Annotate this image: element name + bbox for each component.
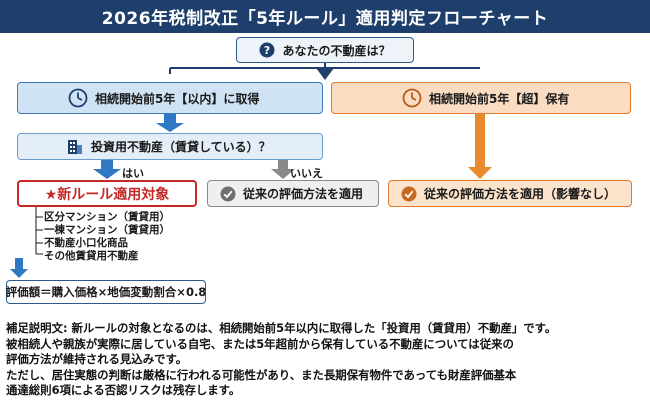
question-circle-icon: ?	[259, 42, 275, 58]
arrow-down-icon	[271, 169, 295, 179]
page-title: 2026年税制改正「5年ルール」適用判定フローチャート	[0, 0, 650, 33]
question-text: あなたの不動産は？	[282, 43, 391, 58]
arrow-down-icon	[156, 123, 184, 132]
arrow-shaft	[101, 160, 113, 170]
new-rule-box: ★新ルール適用対象	[17, 180, 197, 207]
arrow-down-icon	[316, 68, 334, 80]
explanation-line: ただし、居住実態の判断は厳格に行われる可能性があり、また長期保有物件であっても財…	[6, 367, 517, 382]
arrow-down-icon	[10, 269, 28, 278]
svg-text:?: ?	[264, 44, 270, 57]
arrow-shaft	[475, 114, 485, 169]
explanation-line: 補足説明文: 新ルールの対象となるのは、相続開始前5年以内に取得した「投資用（賃…	[6, 321, 557, 335]
conventional-method-label: 従来の評価方法を適用	[243, 187, 364, 201]
no-label: いいえ	[290, 167, 323, 180]
explanation-text: 補足説明文: 新ルールの対象となるのは、相続開始前5年以内に取得した「投資用（賃…	[6, 321, 646, 399]
building-icon	[66, 138, 84, 156]
formula-box: 評価額＝購入価格×地価変動割合×0.8	[6, 280, 206, 304]
question-box: ? あなたの不動産は？	[236, 37, 414, 63]
over-5-years-box: 相続開始前5年【超】保有	[331, 82, 631, 114]
arrow-down-icon	[93, 169, 121, 179]
conventional-method-box: 従来の評価方法を適用	[207, 180, 379, 207]
explanation-line: 評価方法が維持される見込みです。	[6, 352, 188, 367]
list-item: 不動産小口化商品	[44, 237, 128, 249]
arrow-shaft	[278, 160, 288, 170]
check-circle-icon	[401, 186, 417, 202]
explanation-line: 被相続人や親族が実際に居している自宅、または5年超前から保有している不動産につい…	[6, 336, 514, 351]
arrow-shaft	[15, 258, 23, 270]
list-item: その他賃貸用不動産	[44, 250, 139, 262]
new-rule-label: ★新ルール適用対象	[44, 186, 170, 203]
investment-question-box: 投資用不動産（賃貸している）？	[17, 133, 323, 160]
clock-icon	[68, 88, 88, 108]
list-item: 区分マンション（賃貸用）	[44, 211, 170, 223]
formula-text: 評価額＝購入価格×地価変動割合×0.8	[5, 285, 207, 299]
over-5-years-label: 相続開始前5年【超】保有	[429, 91, 570, 106]
list-item: 一棟マンション（賃貸用）	[44, 224, 170, 236]
conventional-method-no-impact-label: 従来の評価方法を適用（影響なし）	[424, 187, 617, 201]
within-5-years-label: 相続開始前5年【以内】に取得	[95, 91, 260, 106]
new-rule-target-list: 区分マンション（賃貸用） 一棟マンション（賃貸用） 不動産小口化商品 その他賃貸…	[44, 211, 204, 263]
check-circle-icon	[220, 186, 236, 202]
conventional-method-no-impact-box: 従来の評価方法を適用（影響なし）	[388, 180, 632, 207]
arrow-shaft	[164, 114, 176, 124]
explanation-line: 通達総則6項による否認リスクは残存します。	[6, 383, 241, 398]
page-title-text: 2026年税制改正「5年ルール」適用判定フローチャート	[101, 9, 549, 29]
yes-label: はい	[122, 167, 144, 180]
within-5-years-box: 相続開始前5年【以内】に取得	[17, 82, 323, 114]
clock-icon	[402, 88, 422, 108]
arrow-down-icon	[468, 167, 492, 179]
investment-question-label: 投資用不動産（賃貸している）？	[91, 140, 271, 154]
